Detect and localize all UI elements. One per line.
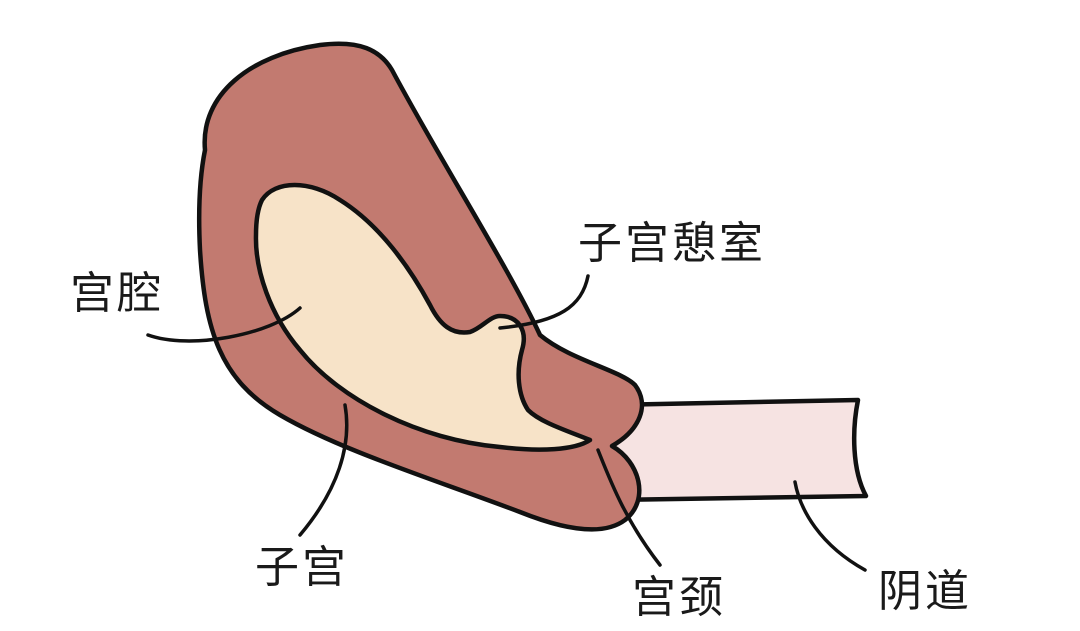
label-uterus: 子宫 (255, 542, 349, 593)
label-cervix: 宫颈 (632, 572, 726, 623)
label-vagina: 阴道 (878, 566, 972, 617)
leader-line-vagina (793, 480, 867, 572)
label-uterine-cavity: 宫腔 (70, 268, 164, 319)
label-uterine-niche: 子宫憩室 (578, 218, 766, 269)
leader-line-uterine-niche (498, 274, 590, 330)
leader-line-cervix (596, 448, 662, 567)
leader-line-uterine-cavity (146, 306, 302, 343)
vagina-shape (607, 397, 869, 503)
uterine-cavity-shape (253, 182, 593, 452)
leader-line-uterus (298, 403, 349, 537)
